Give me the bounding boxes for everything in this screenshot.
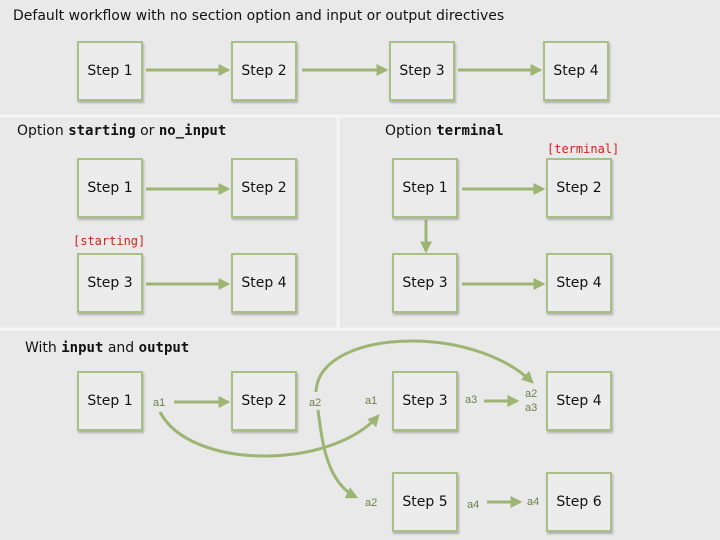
starting-tag: [starting] — [73, 234, 146, 248]
step-box-default-3: Step 3 — [389, 41, 455, 101]
step-box-starting-3: Step 3 — [77, 253, 143, 313]
section-title-default: Default workflow with no section option … — [13, 8, 505, 24]
step-box-terminal-4: Step 4 — [546, 253, 612, 313]
code-input: input — [61, 340, 104, 356]
section-title-starting-mid: or — [135, 123, 159, 139]
step-box-io-2: Step 2 — [231, 371, 297, 431]
section-title-terminal: Option terminal — [385, 123, 504, 139]
step-box-starting-1: Step 1 — [77, 158, 143, 218]
arrow-io-a2-step5-curve — [316, 409, 359, 499]
step-box-io-4: Step 4 — [546, 371, 612, 431]
step-box-default-1: Step 1 — [77, 41, 143, 101]
section-title-starting: Option starting or no_input — [17, 123, 226, 139]
step-box-terminal-2: Step 2 — [546, 158, 612, 218]
code-terminal: terminal — [436, 123, 504, 139]
terminal-tag: [terminal] — [547, 142, 620, 156]
var-label-a1-in: a1 — [365, 395, 378, 407]
arrow-io-a2-step4-curve — [314, 339, 534, 393]
section-title-io-mid: and — [103, 340, 139, 356]
step-box-io-1: Step 1 — [77, 371, 143, 431]
step-box-io-6: Step 6 — [546, 472, 612, 532]
var-label-a4-out: a4 — [467, 499, 480, 511]
var-label-a3-in: a3 — [525, 402, 538, 414]
step-box-terminal-1: Step 1 — [392, 158, 458, 218]
step-box-starting-4: Step 4 — [231, 253, 297, 313]
code-output: output — [138, 340, 190, 356]
section-title-io-pre: With — [25, 340, 62, 356]
step-box-starting-2: Step 2 — [231, 158, 297, 218]
step-box-terminal-3: Step 3 — [392, 253, 458, 313]
step-box-io-5: Step 5 — [392, 472, 458, 532]
step-box-io-3: Step 3 — [392, 371, 458, 431]
var-label-a1-out: a1 — [153, 397, 166, 409]
section-title-terminal-pre: Option — [385, 123, 437, 139]
var-label-a3-out: a3 — [465, 394, 478, 406]
var-label-a2-in-step5: a2 — [365, 497, 378, 509]
step-box-default-2: Step 2 — [231, 41, 297, 101]
code-no-input: no_input — [158, 123, 227, 139]
step-box-default-4: Step 4 — [543, 41, 609, 101]
code-starting: starting — [68, 123, 136, 139]
section-title-io: With input and output — [25, 340, 189, 356]
var-label-a4-in: a4 — [527, 496, 540, 508]
arrow-io-a1-step3-curve — [158, 411, 380, 458]
section-title-starting-pre: Option — [17, 123, 69, 139]
var-label-a2-in: a2 — [525, 388, 538, 400]
var-label-a2-out: a2 — [309, 397, 322, 409]
